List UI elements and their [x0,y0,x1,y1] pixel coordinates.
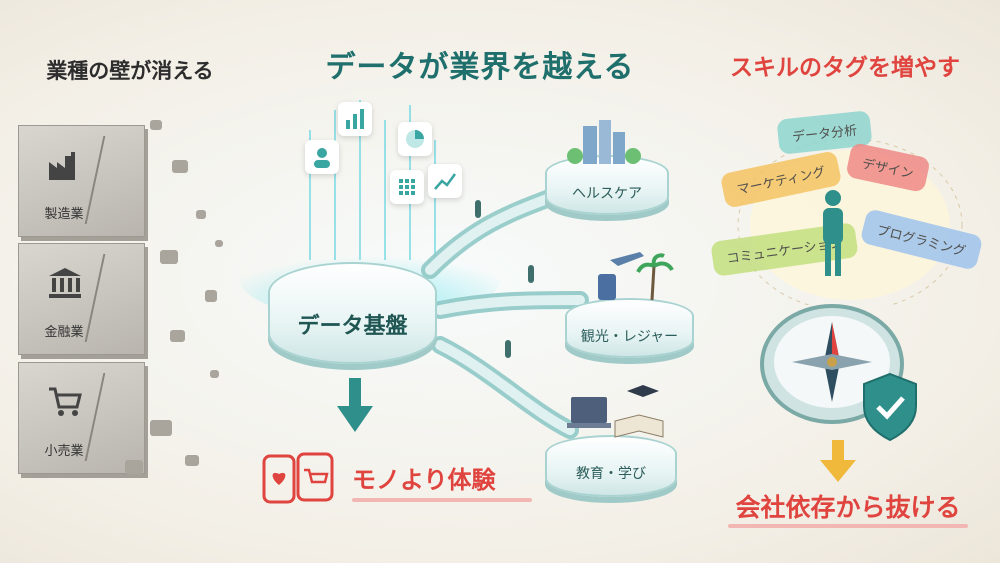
hub-label: データ基盤 [297,314,408,339]
wall-label: 製造業 [44,207,84,222]
rubble [185,455,199,466]
phone-shopping-icon [262,452,336,504]
person-icon [823,190,843,276]
rubble [150,420,172,436]
left-heading: 業種の壁が消える [46,59,214,83]
career-label: 会社依存から抜ける [735,493,961,522]
city-icon [567,120,641,164]
pie-chart-icon [398,122,432,156]
platform-healthcare: ヘルスケア [545,155,669,215]
right-heading: スキルのタグを増やす [730,55,960,81]
education-icon [567,385,664,438]
rubble [196,210,206,219]
person-icon [505,340,511,358]
platform-label: 観光・レジャー [580,329,679,345]
platform-tourism: 観光・レジャー [565,298,694,358]
wall-label: 小売業 [44,444,84,459]
platform-label: 教育・学び [576,466,646,482]
compass-icon [760,304,904,424]
main-title: データが業界を越える [325,50,635,85]
data-platform-hub: データ基盤 [268,262,437,364]
rubble [205,290,217,302]
rubble [160,250,178,264]
cart-icon [49,387,82,416]
rubble [170,330,185,342]
underline-decoration [352,498,532,502]
wall-finance: 金融業 [18,243,146,355]
factory-icon [49,152,75,180]
rubble [215,240,223,247]
rubble [172,160,188,173]
underline-decoration [728,524,968,528]
shield-check-icon [863,372,917,442]
user-card-icon [305,140,339,174]
person-icon [475,200,481,218]
down-arrow-icon [820,440,856,482]
person-icon [528,265,534,283]
down-arrow-icon [337,378,373,432]
rubble [150,120,162,130]
bank-icon [49,268,81,298]
experience-label: モノより体験 [352,466,496,494]
wall-manufacturing: 製造業 [18,125,146,237]
platform-education: 教育・学び [545,435,677,497]
grid-icon [390,170,424,204]
travel-icon [598,252,674,301]
rubble [210,370,219,378]
wall-retail: 小売業 [18,362,146,474]
platform-label: ヘルスケア [572,186,642,202]
bar-chart-icon [338,102,372,136]
wall-label: 金融業 [44,325,84,340]
rubble [125,460,143,474]
trend-line-icon [428,164,462,198]
